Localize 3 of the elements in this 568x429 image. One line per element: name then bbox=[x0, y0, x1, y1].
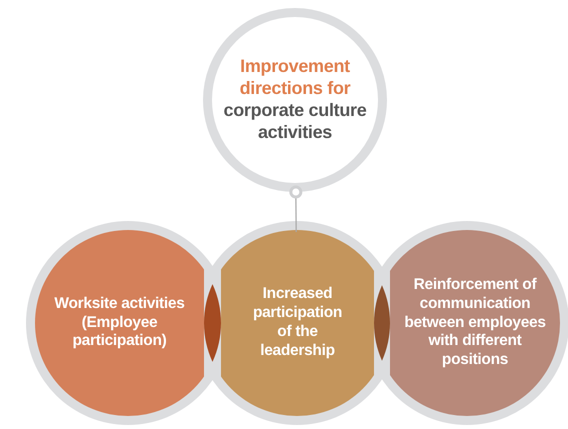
heading-text: corporate culture activities bbox=[222, 100, 368, 144]
heading-text: Improvement directions for bbox=[238, 56, 352, 100]
connector-line bbox=[289, 186, 302, 232]
